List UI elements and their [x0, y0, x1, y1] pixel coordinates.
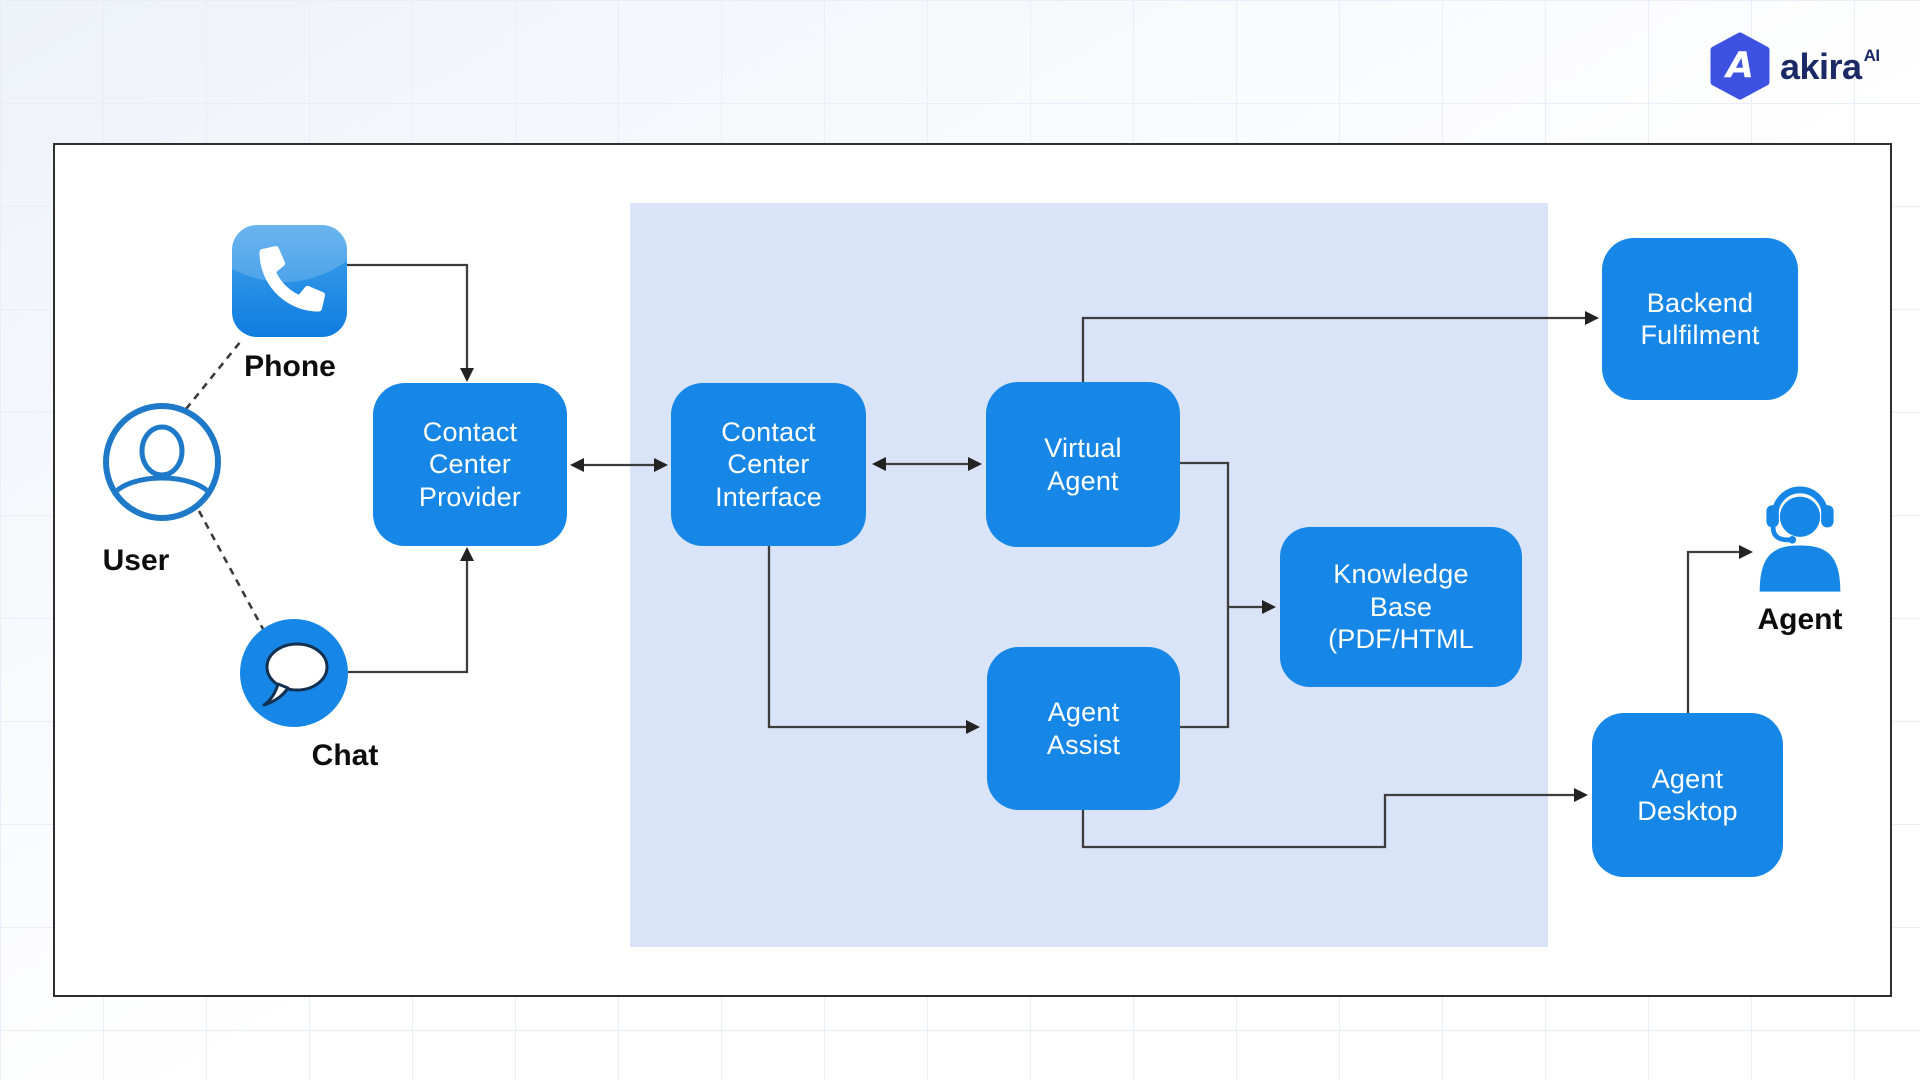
phone-icon — [232, 225, 347, 337]
user-icon — [103, 403, 221, 521]
node-knowledge-base: Knowledge Base (PDF/HTML — [1280, 527, 1522, 687]
logo-superscript: AI — [1863, 46, 1881, 65]
node-agent-desktop: Agent Desktop — [1592, 713, 1783, 877]
node-label: Contact Center Interface — [715, 416, 822, 512]
chat-caption: Chat — [311, 739, 379, 772]
node-agent-assist: Agent Assist — [987, 647, 1180, 810]
chat-icon — [240, 619, 348, 727]
agent-caption: Agent — [1757, 603, 1843, 636]
user-caption: User — [102, 544, 170, 577]
node-contact-center-interface: Contact Center Interface — [671, 383, 866, 546]
node-virtual-agent: Virtual Agent — [986, 382, 1180, 547]
node-contact-center-provider: Contact Center Provider — [373, 383, 567, 546]
logo-letter: A — [1723, 45, 1754, 86]
node-backend-fulfilment: Backend Fulfilment — [1602, 238, 1798, 400]
logo-hexagon-icon: A — [1710, 32, 1770, 100]
agent-headset-icon — [1759, 486, 1841, 592]
node-label: Agent Desktop — [1637, 763, 1738, 826]
node-label: Contact Center Provider — [418, 416, 522, 512]
node-label: Agent Assist — [1046, 697, 1121, 760]
node-label: Virtual Agent — [1044, 433, 1122, 496]
node-label: Knowledge Base (PDF/HTML — [1328, 559, 1474, 655]
phone-caption: Phone — [244, 350, 336, 383]
node-label: Backend Fulfilment — [1640, 287, 1760, 350]
